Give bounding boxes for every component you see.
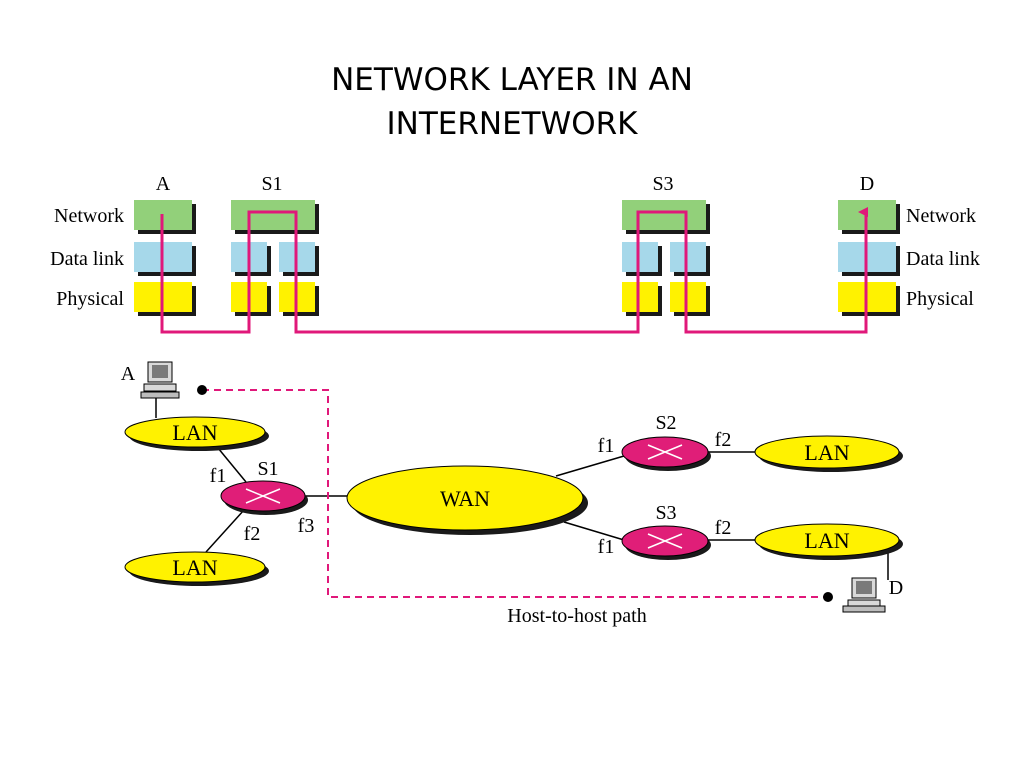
layer-stack-diagram: A S1 S3 D Network Data link Physical Net…: [50, 173, 980, 334]
host-d-computer: D: [842, 577, 903, 613]
host-to-host-path-line: [202, 389, 828, 598]
network-layer-box: [231, 200, 315, 230]
port-label-s1-f2: f2: [244, 523, 261, 545]
layer-path-line: [160, 207, 868, 334]
host-a-computer: A: [121, 361, 180, 399]
layer-label-network-right: Network: [906, 205, 976, 227]
stack-node-label-d: D: [860, 173, 874, 195]
path-endpoint-a: [197, 385, 207, 395]
physical-layer-box-left: [622, 282, 658, 312]
port-label-s3-f1: f1: [598, 536, 615, 558]
router-cross-icon: [245, 488, 281, 504]
port-label-s1-f1: f1: [210, 465, 227, 487]
port-label-s1-f3: f3: [298, 515, 315, 537]
router-s1-label: S1: [257, 458, 278, 480]
router-s3-label: S3: [655, 502, 676, 524]
router-cross-icon: [647, 444, 683, 460]
layer-label-datalink-left: Data link: [50, 248, 124, 270]
link-lan-s1-f1: [217, 447, 247, 483]
host-to-host-path: Host-to-host path: [197, 385, 833, 627]
host-a-label: A: [121, 363, 136, 385]
lan-right-bottom: LAN: [754, 523, 903, 560]
link-wan-s3: [563, 521, 625, 541]
lan-label: LAN: [172, 420, 217, 445]
lan-right-top: LAN: [754, 435, 903, 472]
physical-layer-box-right: [670, 282, 706, 312]
network-layer-box: [622, 200, 706, 230]
title-line-2: INTERNETWORK: [386, 106, 638, 142]
link-s1-f2-lan: [205, 509, 245, 553]
datalink-layer-box-left: [622, 242, 658, 272]
computer-icon: [842, 577, 886, 613]
link-wan-s2: [555, 455, 625, 477]
slide-title: NETWORK LAYER IN AN INTERNETWORK: [0, 58, 1024, 146]
host-to-host-path-label: Host-to-host path: [507, 605, 646, 627]
wan-label: WAN: [440, 486, 490, 511]
router-s3: S3 f1 f2: [598, 502, 732, 560]
path-endpoint-d: [823, 592, 833, 602]
port-label-s2-f2: f2: [715, 429, 732, 451]
stack-node-label-a: A: [156, 173, 171, 195]
layer-label-datalink-right: Data link: [906, 248, 980, 270]
lan-label: LAN: [804, 528, 849, 553]
router-cross-icon: [647, 533, 683, 549]
layer-label-network-left: Network: [54, 205, 124, 227]
topology-diagram: LAN LAN WAN LAN: [121, 361, 903, 627]
wan-cloud: WAN: [346, 465, 588, 535]
stack-router-s1: [231, 200, 319, 316]
stack-node-label-s3: S3: [652, 173, 673, 195]
port-label-s3-f2: f2: [715, 517, 732, 539]
stack-host-a: [134, 200, 196, 316]
lan-top-left: LAN: [124, 416, 269, 451]
lan-bottom-left: LAN: [124, 551, 269, 586]
stack-host-d: [838, 200, 900, 316]
router-s2-label: S2: [655, 412, 676, 434]
title-line-1: NETWORK LAYER IN AN: [331, 62, 693, 98]
stack-node-label-s1: S1: [261, 173, 282, 195]
stack-router-s3: [622, 200, 710, 316]
lan-label: LAN: [804, 440, 849, 465]
host-d-label: D: [889, 577, 903, 599]
computer-icon: [140, 361, 180, 399]
layer-label-physical-left: Physical: [56, 288, 124, 310]
layer-label-physical-right: Physical: [906, 288, 974, 310]
topology-links: [155, 398, 889, 580]
router-s2: S2 f1 f2: [598, 412, 732, 471]
port-label-s2-f1: f1: [598, 435, 615, 457]
router-s1: S1 f1 f2 f3: [210, 458, 315, 545]
datalink-layer-box-right: [670, 242, 706, 272]
lan-label: LAN: [172, 555, 217, 580]
